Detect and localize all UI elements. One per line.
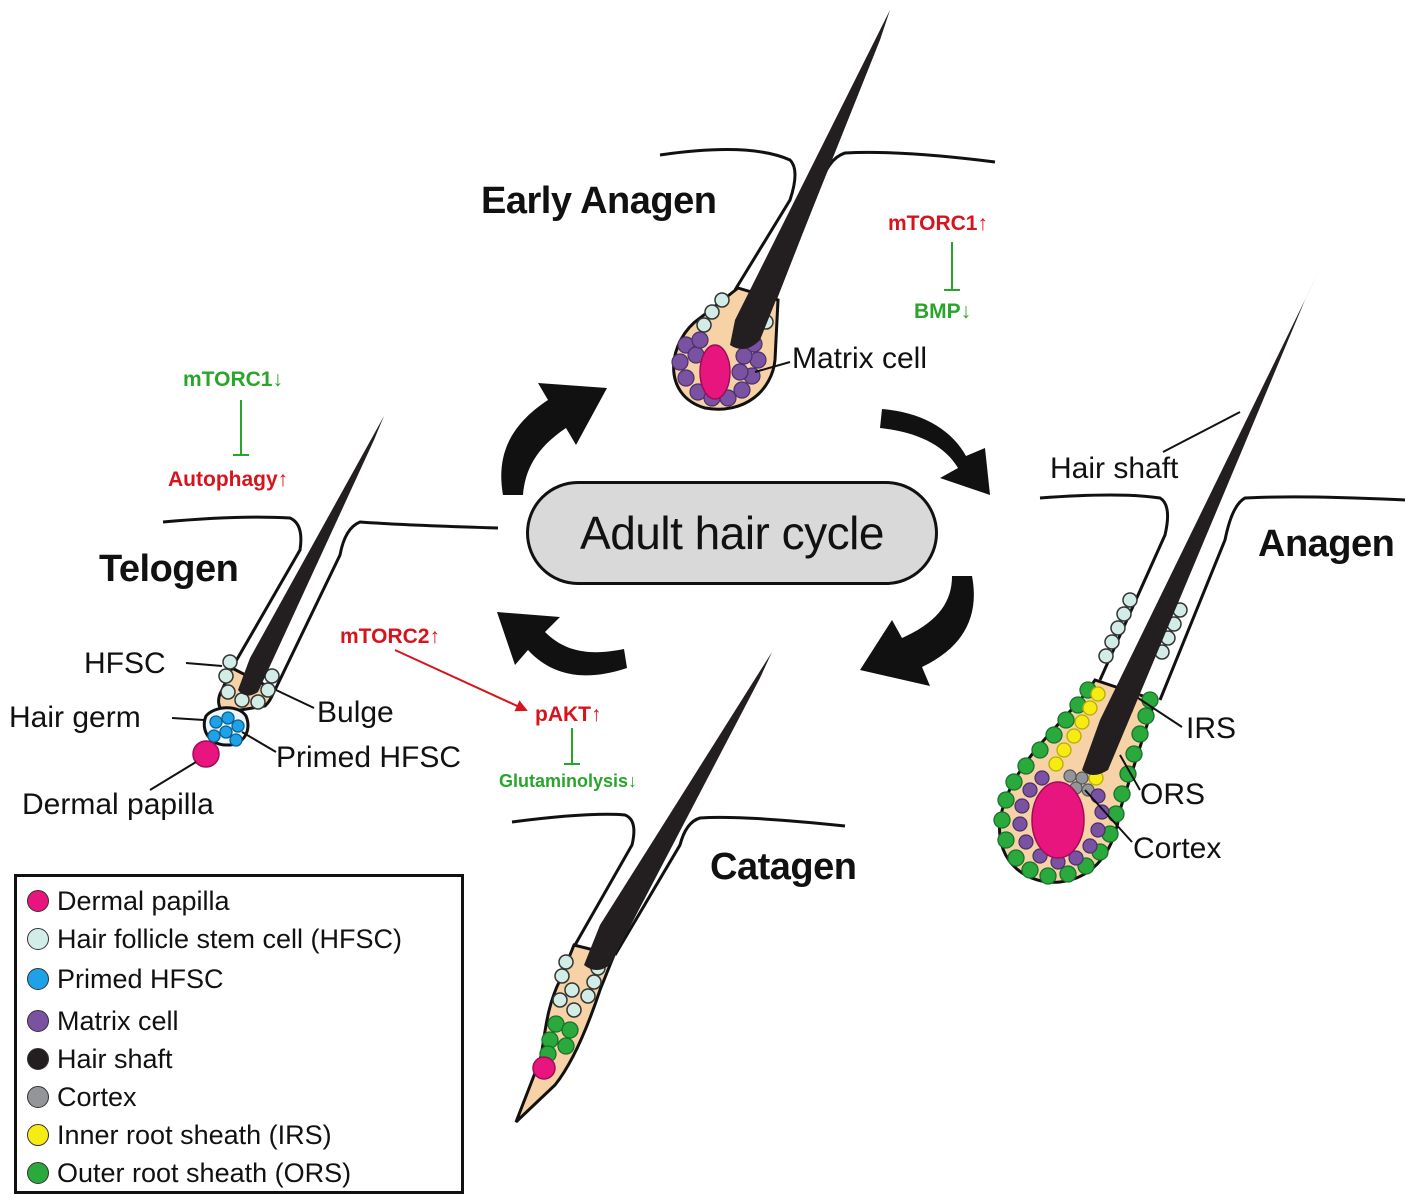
legend-label: Primed HFSC [57,963,224,994]
legend-dot-cortex [27,1086,49,1108]
legend-dot-ors [27,1162,49,1184]
legend-item: Matrix cell [27,1003,179,1039]
telogen-follicle [149,416,499,791]
legend-dot-irs [27,1124,49,1146]
telogen-skin-left [162,515,303,669]
telogen-dermal-papilla [192,740,220,768]
label-irs: IRS [1186,712,1237,745]
stage-title-anagen: Anagen [1258,523,1395,565]
anagen-follicle [993,265,1406,885]
legend-dot-hfsc [27,928,49,950]
early-anagen-follicle [659,10,996,411]
signal-telogen-mtorc1: mTORC1↓ [183,368,283,391]
signal-early-anagen-mtorc1: mTORC1↑ [888,212,988,235]
signal-connectors [233,242,960,765]
signal-early-anagen-bmp: BMP↓ [914,300,972,323]
signal-telogen-autophagy: Autophagy↑ [168,468,289,491]
telogen-skin-right [273,520,499,691]
cycle-arrow-telogen-to-early-anagen [501,383,607,495]
cycle-arrow-catagen-to-telogen [497,612,627,676]
telogen-hair-shaft [238,416,384,696]
legend-label: Outer root sheath (ORS) [57,1157,352,1188]
catagen-dermal-papilla [532,1056,556,1080]
legend-item: Inner root sheath (IRS) [27,1117,332,1153]
mtorc2-to-pakt-arrow [394,649,528,712]
signal-catagen-glutaminolysis: Glutaminolysis↓ [499,771,638,791]
legend-label: Matrix cell [57,1005,179,1036]
legend-label: Cortex [57,1081,137,1112]
catagen-follicle [511,652,846,1124]
legend-item: Cortex [27,1079,137,1115]
label-matrix-cell: Matrix cell [792,342,928,375]
legend-dot-hair-shaft [27,1048,49,1070]
early-anagen-hair-shaft [730,10,890,349]
stage-title-early-anagen: Early Anagen [481,180,717,222]
legend-dot-matrix-cell [27,1010,49,1032]
early-anagen-skin-left [659,148,797,291]
stage-title-telogen: Telogen [99,548,239,590]
cycle-arrow-early-anagen-to-anagen [880,409,990,495]
legend-label: Inner root sheath (IRS) [57,1119,332,1150]
cycle-arrows [497,383,990,686]
legend-label: Hair follicle stem cell (HFSC) [57,923,403,954]
label-cortex: Cortex [1133,832,1222,865]
legend-item: Dermal papilla [27,883,230,919]
label-primed-hfsc: Primed HFSC [276,741,462,774]
legend-dot-primed-hfsc [27,968,49,990]
legend-item: Outer root sheath (ORS) [27,1155,351,1191]
catagen-skin-left [511,812,636,946]
anagen-dermal-papilla [1031,781,1085,859]
legend: Dermal papilla Hair follicle stem cell (… [14,874,464,1194]
legend-label: Hair shaft [57,1043,173,1074]
label-dermal-papilla: Dermal papilla [22,788,214,821]
anagen-hair-shaft [1082,265,1322,775]
legend-item: Hair shaft [27,1041,173,1077]
signal-catagen-mtorc2: mTORC2↑ [340,625,440,648]
cycle-arrow-anagen-to-catagen [860,576,974,686]
legend-dot-dermal-papilla [27,890,49,912]
catagen-skin-right [613,815,846,956]
center-label-pill: Adult hair cycle [526,481,938,585]
center-label: Adult hair cycle [580,507,884,559]
catagen-hair-shaft [584,652,772,970]
legend-label: Dermal papilla [57,885,230,916]
anagen-skin-right [1158,495,1406,701]
signal-catagen-pakt: pAKT↑ [535,703,602,726]
legend-item: Hair follicle stem cell (HFSC) [27,921,402,957]
label-hair-germ: Hair germ [9,701,141,734]
label-ors: ORS [1140,778,1206,811]
legend-item: Primed HFSC [27,961,224,997]
label-bulge: Bulge [317,696,394,729]
early-anagen-dermal-papilla [699,344,731,400]
label-hair-shaft: Hair shaft [1050,452,1179,485]
stage-title-catagen: Catagen [710,846,857,888]
label-hfsc: HFSC [84,647,166,680]
anagen-skin-left [1039,493,1170,681]
